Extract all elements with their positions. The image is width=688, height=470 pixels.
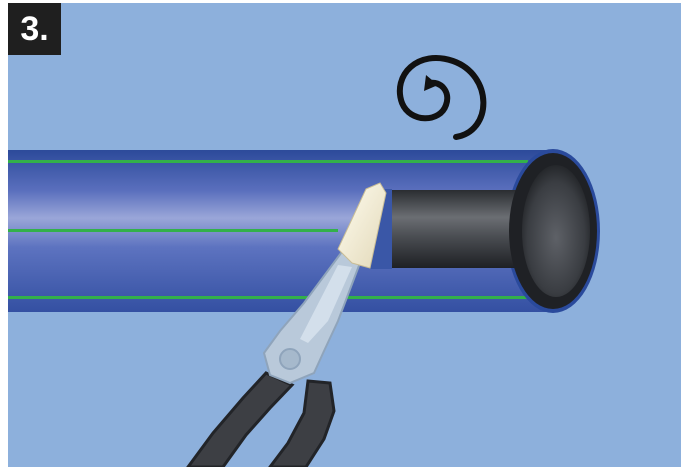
pipe-scene (8, 55, 600, 467)
counter-clockwise-rotation-icon (396, 55, 487, 140)
pipe-stripe-middle (8, 229, 338, 232)
cutting-blade (337, 182, 387, 269)
pliers-jaw-highlight (300, 265, 352, 343)
pliers-pivot (279, 348, 301, 370)
pipe-stripe-top (8, 160, 528, 163)
illustration-panel: 3. (8, 3, 681, 467)
inner-pipe (373, 190, 523, 268)
step-number-badge: 3. (8, 3, 61, 55)
pipe-stripe-bottom (8, 296, 528, 299)
rotation-arrow-head (424, 75, 438, 91)
inner-pipe-bore (522, 165, 590, 297)
pliers-handle-right (268, 379, 336, 467)
pliers-handle-left (186, 371, 295, 467)
